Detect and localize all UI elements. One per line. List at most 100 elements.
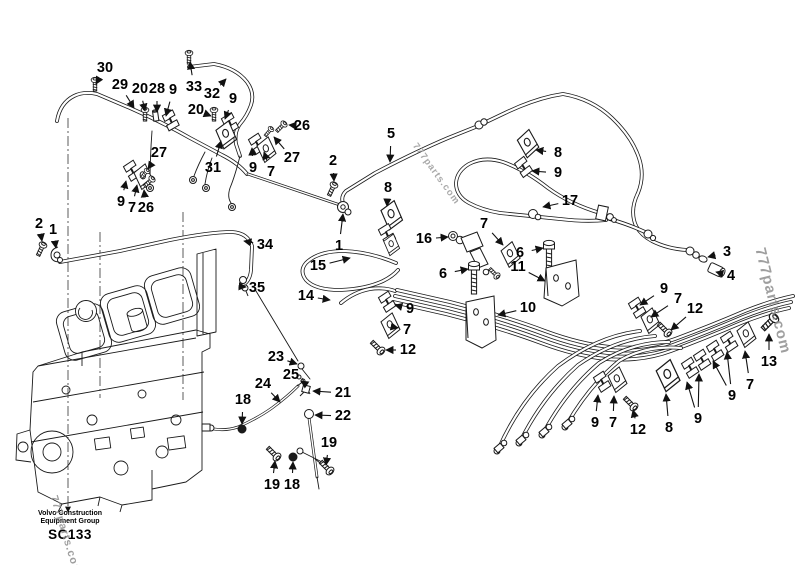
- callout-26: 26: [138, 200, 154, 216]
- clamp-8: [653, 357, 683, 394]
- callout-6: 6: [439, 266, 447, 282]
- leader-line: [707, 251, 717, 260]
- ball-22: [304, 409, 314, 419]
- callout-12: 12: [687, 301, 703, 317]
- callout-8: 8: [384, 180, 392, 196]
- callout-9: 9: [229, 91, 237, 107]
- leader-line: [394, 302, 404, 311]
- title-block: Volvo Construction Equipment Group SC133: [30, 510, 110, 542]
- leader-line: [202, 109, 212, 118]
- leader-line: [662, 393, 671, 417]
- clamp-9: [161, 108, 181, 133]
- leader-line: [140, 189, 149, 198]
- leader-line: [217, 78, 227, 88]
- callout-8: 8: [554, 145, 562, 161]
- rail-pipe-1: [395, 288, 795, 350]
- callout-33: 33: [186, 79, 202, 95]
- connector-eyelet: [202, 184, 210, 192]
- callout-30: 30: [97, 60, 113, 76]
- clamp-9: [718, 329, 740, 354]
- bracket-11: [543, 259, 580, 307]
- leader-line: [314, 411, 332, 420]
- callout-26: 26: [294, 118, 310, 134]
- callout-9: 9: [117, 194, 125, 210]
- nut-18: [237, 424, 247, 434]
- hose: [247, 173, 341, 206]
- fuel-pipe-5b: [482, 92, 689, 252]
- leader-line: [147, 160, 156, 170]
- rail-pipe-1: [395, 288, 795, 349]
- callout-1: 1: [335, 238, 343, 254]
- callout-29: 29: [112, 77, 128, 93]
- leader-line: [723, 351, 732, 385]
- callout-9: 9: [249, 160, 257, 176]
- leader-line: [694, 373, 703, 408]
- bolt-2: [324, 180, 340, 198]
- callout-6: 6: [516, 245, 524, 261]
- callout-7: 7: [403, 322, 411, 338]
- leader-line: [715, 269, 725, 278]
- leader-line: [528, 272, 546, 282]
- callout-18: 18: [235, 392, 251, 408]
- callout-11: 11: [510, 259, 525, 275]
- callout-25: 25: [283, 367, 299, 383]
- callout-24: 24: [255, 376, 271, 392]
- callout-23: 23: [268, 349, 284, 365]
- leader-line: [322, 454, 332, 466]
- clamp-7: [379, 311, 402, 340]
- leader-line: [712, 360, 727, 386]
- clamp-9: [591, 369, 613, 394]
- bolt-2: [33, 240, 49, 258]
- callout-18: 18: [284, 477, 300, 493]
- callout-1: 1: [49, 222, 57, 238]
- leader-line: [187, 61, 196, 76]
- bolt-19: [264, 444, 283, 463]
- callout-13: 13: [761, 354, 777, 370]
- drain-pipe-24: [213, 385, 299, 431]
- leak-off-pipe-32: [187, 62, 254, 158]
- leader-line: [238, 411, 247, 425]
- leader-line: [131, 184, 140, 197]
- fittings-and-clamps: [33, 49, 782, 477]
- plug-4: [707, 262, 726, 278]
- callout-21: 21: [335, 385, 351, 401]
- engine-block: [15, 248, 217, 513]
- leader-line: [670, 316, 687, 331]
- leader-line: [386, 145, 395, 163]
- leader-line: [389, 322, 399, 331]
- callout-3: 3: [723, 244, 731, 260]
- company-name-line1: Volvo Construction: [37, 510, 103, 517]
- callout-7: 7: [128, 200, 136, 216]
- leader-line: [329, 255, 351, 264]
- leader-line: [223, 109, 232, 120]
- callout-12: 12: [400, 342, 416, 358]
- callout-7: 7: [674, 291, 682, 307]
- leader-line: [270, 392, 281, 403]
- injector-fittings: [493, 415, 576, 455]
- injector-pipe-1: [497, 329, 642, 450]
- leader-line: [685, 381, 696, 408]
- leader-line: [650, 305, 669, 318]
- fuel-pipe-5b: [482, 92, 689, 252]
- callout-9: 9: [660, 281, 668, 297]
- injector-pipe-4: [565, 346, 683, 426]
- leader-line: [288, 461, 297, 474]
- fuel-pipe-5a: [341, 124, 480, 209]
- fuel-pipe-14: [339, 287, 397, 305]
- connector-eyelet: [146, 184, 154, 192]
- callout-7: 7: [267, 164, 275, 180]
- leader-line: [125, 95, 135, 109]
- clamp-9: [376, 289, 398, 314]
- leader-line: [287, 357, 298, 366]
- dipstick-rod-22: [308, 417, 318, 478]
- callout-15: 15: [310, 258, 326, 274]
- overflow-valve-16: [448, 231, 490, 276]
- leader-line: [36, 232, 45, 242]
- leader-line: [163, 101, 172, 117]
- clamp-8: [514, 127, 542, 160]
- callout-2: 2: [329, 153, 337, 169]
- leader-line: [50, 240, 59, 249]
- leader-line: [639, 295, 655, 306]
